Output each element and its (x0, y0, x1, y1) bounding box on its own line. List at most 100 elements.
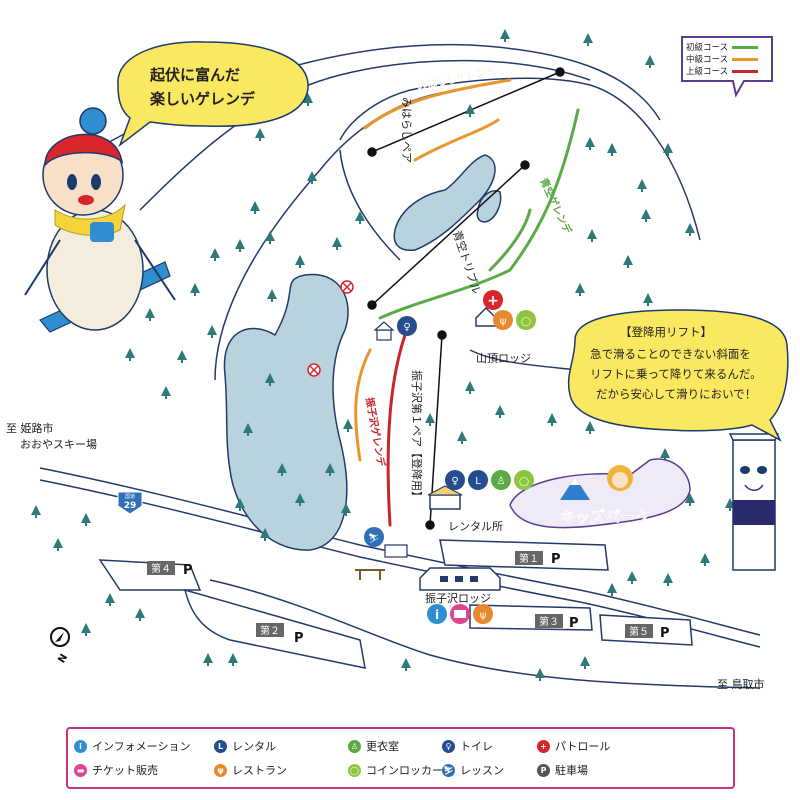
north-arrow-icon (55, 632, 64, 642)
lift-label-furikozawa: 振子沢第１ペア【登降用】 (410, 370, 424, 502)
lift-label-aozora: 青空トリプル (450, 229, 484, 296)
tree-icon (587, 229, 597, 242)
tree-icon (685, 223, 695, 236)
tree-icon (643, 293, 653, 306)
lift-aozora-triple (371, 164, 526, 306)
tree-icon (627, 571, 637, 584)
tree-icon (465, 104, 475, 117)
lift-station (520, 160, 530, 170)
svg-text:i: i (435, 608, 439, 622)
svg-text:第３: 第３ (539, 615, 559, 628)
main-lodge-building (419, 567, 501, 591)
svg-text:L: L (475, 476, 481, 487)
tree-icon (161, 386, 171, 399)
course-legend: 初級コース中級コース上級コース (678, 33, 776, 107)
bubble-line-2: 楽しいゲレンデ (150, 90, 256, 108)
legend-icon: ♀ (442, 739, 455, 753)
lift-station (555, 67, 565, 77)
tree-icon (585, 137, 595, 150)
tree-icon (500, 29, 510, 42)
tree-icon (255, 128, 265, 141)
svg-text:◯: ◯ (521, 317, 531, 327)
tree-icon (177, 350, 187, 363)
legend-icon: + (537, 739, 550, 753)
base-hut (384, 544, 408, 558)
route-29-shield: 国道 29 (117, 491, 143, 515)
svg-text:P: P (294, 631, 304, 646)
tree-icon (607, 143, 617, 156)
course-aoba (488, 208, 532, 272)
legend-label: レッスン (460, 764, 504, 777)
legend-icon: i (74, 739, 87, 753)
legend-item: ⛷レッスン (442, 762, 504, 778)
forest-areas (223, 154, 502, 551)
tree-icon (125, 348, 135, 361)
course-legend-label: 初級コース (686, 43, 729, 53)
tree-icon (250, 201, 260, 214)
tree-icon (295, 493, 305, 506)
tree-icon (401, 658, 411, 671)
course-mihara-lower (413, 118, 500, 162)
tree-icon (105, 593, 115, 606)
restaurant-icon: ψ (493, 310, 513, 330)
parking-4: 第４ P (147, 561, 193, 578)
svg-text:♀: ♀ (451, 476, 458, 487)
map-facility-icons: ♀ + ψ ◯ ♀ L ♙ ◯ ⛷ i ψ (307, 280, 536, 624)
svg-text:P: P (183, 563, 193, 578)
course-legend-row: 上級コース (686, 65, 759, 77)
legend-icon: P (537, 763, 550, 777)
tree-icon (585, 421, 595, 434)
svg-text:29: 29 (124, 501, 137, 511)
tree-icon (580, 656, 590, 669)
tree-icon (190, 283, 200, 296)
legend-label: コインロッカー (366, 764, 443, 777)
rental-shop-label: レンタル所 (448, 520, 503, 533)
legend-label: パトロール (555, 740, 611, 753)
course-legend-frame (681, 36, 773, 98)
tree-icon (332, 237, 342, 250)
course-legend-row: 初級コース (686, 41, 759, 53)
to-ooya-label: おおやスキー場 (20, 438, 97, 451)
summit-lodge-label: 山頂ロッジ (476, 352, 531, 365)
tree-icon (207, 325, 217, 338)
direction-labels: 至 姫路市 おおやスキー場 至 鳥取市 (6, 421, 765, 691)
lift-station (437, 330, 447, 340)
course-aozora (378, 108, 580, 320)
tree-icon (135, 608, 145, 621)
slope-label-furikozawa: 振子沢ゲレンデ (363, 396, 388, 468)
lift-station (367, 147, 377, 157)
legend-label: 更衣室 (366, 740, 399, 753)
main-lodge-label: 振子沢ロッジ (425, 591, 491, 605)
parking-2: 第２ P (256, 623, 304, 646)
svg-text:第１: 第１ (519, 552, 539, 565)
legend-item: ♀ トイレ (442, 738, 493, 754)
legend-item: + パトロール (537, 738, 610, 754)
no-entry-icon (340, 280, 354, 294)
parking-1: 第１ P (515, 551, 561, 567)
rental-shop-building (427, 485, 463, 510)
legend-item: ♙更衣室 (348, 738, 399, 754)
tree-icon (325, 463, 335, 476)
course-legend-row: 中級コース (686, 53, 759, 65)
tree-icon (235, 239, 245, 252)
summit-lodge (475, 306, 497, 327)
tree-icon (228, 653, 238, 666)
kids-park-area: キッズパーク (509, 458, 691, 529)
tree-icon (535, 668, 545, 681)
toilet-icon: ♀ (397, 316, 417, 336)
legend-item: ◯コインロッカー (348, 762, 443, 778)
compass: N (50, 627, 70, 665)
right-mascot (728, 433, 780, 571)
info-line-2: リフトに乗って降りて来るんだ。 (590, 367, 762, 381)
legend-label: トイレ (460, 740, 493, 753)
tree-icon (641, 209, 651, 222)
tree-icon (637, 179, 647, 192)
svg-text:ψ: ψ (500, 316, 507, 327)
svg-text:P: P (551, 552, 561, 567)
small-hut (373, 321, 395, 341)
buildings (355, 306, 501, 591)
speech-bubble-top: 起伏に富んだ 楽しいゲレンデ (117, 41, 309, 148)
